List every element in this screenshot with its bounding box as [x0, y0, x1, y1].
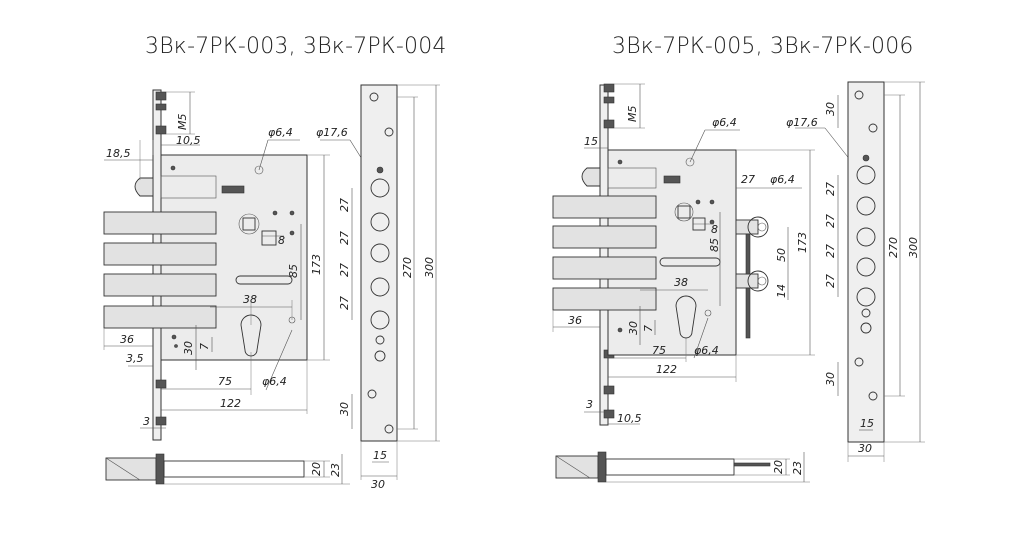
right-dim-27-c: 27 [824, 244, 837, 258]
right-bolt-4 [552, 287, 657, 311]
left-strike [360, 84, 398, 442]
left-dim-8: 8 [278, 234, 285, 247]
right-dim-30: 30 [627, 321, 640, 335]
left-dim-300: 300 [423, 257, 436, 278]
left-dim-23: 23 [329, 463, 342, 477]
left-dimension-labels: M5 10,5 18,5 φ6,4 φ17,6 8 85 173 38 36 3… [106, 114, 436, 492]
left-bottom-view [105, 453, 350, 485]
left-dim-27-a: 27 [338, 198, 351, 212]
right-dim-8: 8 [711, 223, 718, 236]
right-dim-36: 36 [568, 314, 582, 327]
right-lock-front-view [552, 83, 769, 426]
right-dim-14: 14 [775, 284, 788, 298]
left-dim-30: 30 [182, 341, 195, 355]
left-dim-38: 38 [243, 293, 257, 306]
left-dim-7: 7 [198, 343, 211, 350]
left-dim-27-b: 27 [338, 231, 351, 245]
right-dim-phi17-6: φ17,6 [786, 116, 818, 129]
left-bolt-1 [103, 211, 217, 235]
right-dim-85: 85 [708, 238, 721, 252]
left-dim-phi17-6: φ17,6 [316, 126, 348, 139]
right-dimension-labels: M5 15 φ6,4 φ17,6 27 φ6,4 8 85 173 50 38 … [568, 102, 920, 475]
left-dim-36: 36 [120, 333, 134, 346]
right-dim-173: 173 [796, 232, 809, 253]
right-dim-10-5: 10,5 [617, 412, 642, 425]
right-dim-122: 122 [656, 363, 677, 376]
left-dim-27-d: 27 [338, 296, 351, 310]
right-dim-23: 23 [791, 461, 804, 475]
title-left: 3Вк-7РК-003, 3Вк-7РК-004 [145, 34, 447, 59]
right-dim-270: 270 [887, 237, 900, 258]
right-dim-75: 75 [652, 344, 666, 357]
right-dim-20: 20 [772, 460, 785, 474]
right-bolt-2 [552, 225, 657, 249]
right-dim-38: 38 [674, 276, 688, 289]
right-dim-15-strike: 15 [860, 417, 874, 430]
right-dim-15: 15 [584, 135, 598, 148]
right-dim-50: 50 [775, 248, 788, 262]
left-bolt-2 [103, 242, 217, 266]
right-bolt-1 [552, 195, 657, 219]
left-dim-75: 75 [218, 375, 232, 388]
right-lock-body [607, 149, 737, 356]
left-dim-m5: M5 [176, 114, 189, 131]
left-strike-plate [351, 84, 440, 480]
right-strike-plate [837, 81, 925, 462]
left-dim-18-5: 18,5 [106, 147, 131, 160]
right-dimension-lines [552, 83, 863, 425]
right-dim-27-a: 27 [824, 182, 837, 196]
right-dim-phi6-4-side: φ6,4 [770, 173, 795, 186]
left-bolt-4 [103, 305, 217, 329]
left-dim-173: 173 [310, 254, 323, 275]
right-dim-phi6-4-bottom: φ6,4 [694, 344, 719, 357]
right-bolt-3 [552, 256, 657, 280]
right-dim-30-width: 30 [858, 442, 872, 455]
right-bottom-view [555, 451, 810, 483]
left-dim-3-5: 3,5 [126, 352, 144, 365]
left-dim-10-5: 10,5 [176, 134, 201, 147]
right-dim-30-strike: 30 [824, 372, 837, 386]
right-dim-m5: M5 [626, 106, 639, 123]
left-dim-phi6-4-bottom: φ6,4 [262, 375, 287, 388]
right-dim-300: 300 [907, 237, 920, 258]
left-dim-27-c: 27 [338, 263, 351, 277]
right-faceplate [599, 84, 609, 426]
right-dim-7: 7 [642, 325, 655, 332]
right-dim-27-side: 27 [741, 173, 755, 186]
left-dim-122: 122 [220, 397, 241, 410]
left-dim-3: 3 [143, 415, 150, 428]
right-dim-30-top: 30 [824, 102, 837, 116]
left-dim-30-strike: 30 [338, 402, 351, 416]
left-dim-15: 15 [373, 449, 387, 462]
left-bolt-3 [103, 273, 217, 297]
left-dim-20: 20 [310, 462, 323, 476]
title-right: 3Вк-7РК-005, 3Вк-7РК-006 [612, 34, 914, 59]
right-dim-3: 3 [586, 398, 593, 411]
left-lock-front-view [103, 89, 308, 441]
right-strike [847, 81, 885, 443]
left-dim-phi6-4-top: φ6,4 [268, 126, 293, 139]
left-dim-30-width: 30 [371, 478, 385, 491]
right-dim-phi6-4-top: φ6,4 [712, 116, 737, 129]
left-latch [134, 177, 154, 197]
right-cylinder-hole [675, 295, 697, 339]
left-dim-270: 270 [401, 257, 414, 278]
right-latch [581, 167, 601, 187]
left-cylinder-hole [240, 314, 262, 357]
left-dim-85: 85 [287, 264, 300, 278]
right-dim-27-d: 27 [824, 274, 837, 288]
right-dim-27-b: 27 [824, 214, 837, 228]
